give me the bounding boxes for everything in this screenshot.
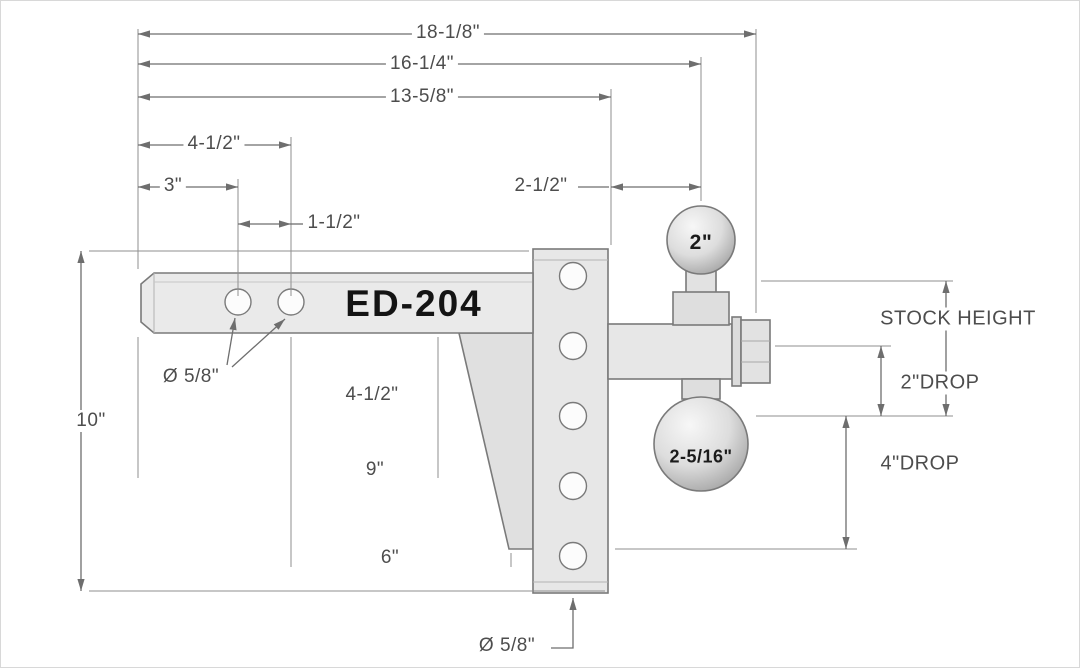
dim-front-to-pin: 9" — [361, 459, 389, 481]
top-ball-collar — [672, 291, 730, 326]
dim-length-to-channel: 13-5/8" — [385, 86, 459, 108]
mount-flange — [731, 316, 742, 387]
channel-hole — [558, 331, 588, 361]
gusset-plate — [457, 332, 534, 550]
dim-overall-length: 18-1/8" — [411, 22, 485, 44]
dim-hole2-to-pin: 4-1/2" — [341, 384, 403, 406]
drop-4-label: 4"DROP — [876, 452, 964, 476]
dim-hole1-offset: 3" — [159, 175, 187, 197]
top-ball-size-label: 2" — [689, 231, 713, 254]
bottom-ball-size-label: 2-5/16" — [669, 446, 733, 467]
ball-mount-bar — [607, 323, 733, 380]
hitch-body — [140, 205, 771, 594]
dim-channel-height: 10" — [72, 410, 110, 432]
mount-nut — [740, 319, 771, 384]
channel-hole — [558, 541, 588, 571]
channel-hole — [558, 401, 588, 431]
channel-hole-callout-leader — [551, 598, 577, 649]
bottom-hitch-ball — [653, 396, 749, 492]
dim-channel-to-ball: 2-1/2" — [510, 175, 572, 197]
channel-hole-diameter: Ø 5/8" — [474, 635, 540, 657]
part-number: ED-204 — [345, 283, 483, 324]
channel-hole — [558, 471, 588, 501]
top-hitch-ball — [666, 205, 736, 275]
dim-length-to-ball: 16-1/4" — [385, 53, 459, 75]
channel-hole — [558, 261, 588, 291]
dim-hole-spacing: 1-1/2" — [303, 212, 365, 234]
dim-hole2-to-gusset: 6" — [376, 547, 404, 569]
bottom-ball-neck — [681, 378, 721, 400]
shank-hole-diameter: Ø 5/8" — [158, 366, 224, 388]
hole-callout-leader — [231, 318, 286, 368]
stock-height-label: STOCK HEIGHT — [876, 307, 1040, 331]
hole-callout-leader — [226, 317, 237, 366]
extension-lines — [89, 29, 953, 592]
dim-hole2-offset: 4-1/2" — [183, 133, 245, 155]
drop-2-label: 2"DROP — [896, 371, 984, 395]
